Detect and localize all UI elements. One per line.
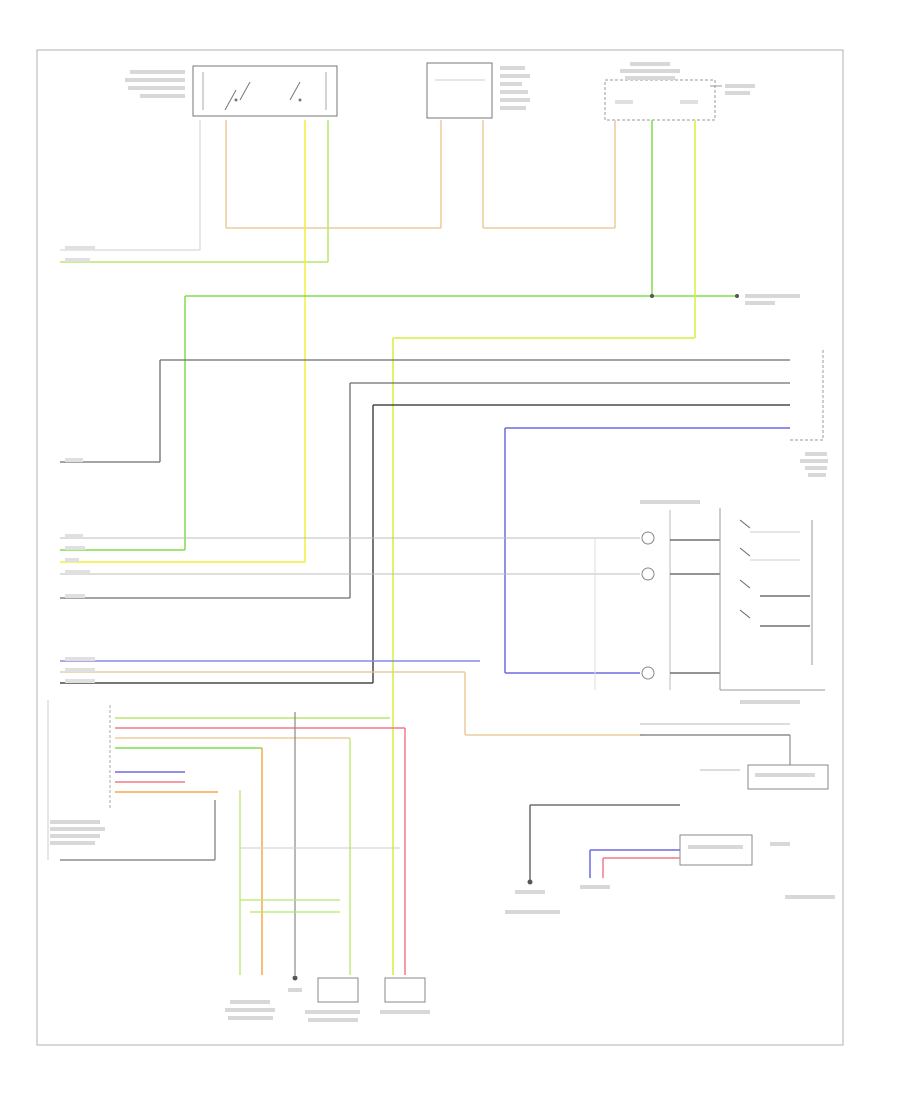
upper-left-labels xyxy=(125,70,185,98)
wire-green-main xyxy=(60,120,800,551)
wire-left-gray xyxy=(60,120,201,251)
wire-yellow-green-long xyxy=(392,120,696,975)
bottom-sensor-2 xyxy=(305,977,360,1022)
ground-right xyxy=(505,804,680,914)
left-edge-labels xyxy=(65,246,95,683)
wire-blue xyxy=(60,427,790,674)
wire-tan-right xyxy=(482,120,616,229)
upper-left-switch xyxy=(192,65,338,117)
upper-mid-box xyxy=(426,62,530,119)
upper-right-module xyxy=(604,62,755,121)
right-relay xyxy=(640,723,829,790)
wire-gray-1 xyxy=(60,359,790,463)
wire-tan-mid xyxy=(60,671,645,736)
wire-green-left-top xyxy=(60,120,329,263)
bottom-sensor-3 xyxy=(380,977,430,1014)
wire-dark xyxy=(60,404,790,684)
bottom-sensor-1 xyxy=(225,1000,275,1020)
wire-gray-3 xyxy=(60,590,351,599)
wire-gray-2 xyxy=(349,382,790,590)
mid-right-switch xyxy=(594,500,825,704)
diagram-border xyxy=(36,49,844,1046)
bottom-harness xyxy=(109,705,406,975)
left-module xyxy=(47,700,216,861)
ground-left xyxy=(288,975,302,992)
right-upper-connector xyxy=(790,350,828,477)
right-sensor xyxy=(580,834,835,899)
wire-gray-mid-h xyxy=(60,537,640,575)
wire-yellow-left xyxy=(60,120,306,563)
wire-tan-top xyxy=(225,120,442,229)
